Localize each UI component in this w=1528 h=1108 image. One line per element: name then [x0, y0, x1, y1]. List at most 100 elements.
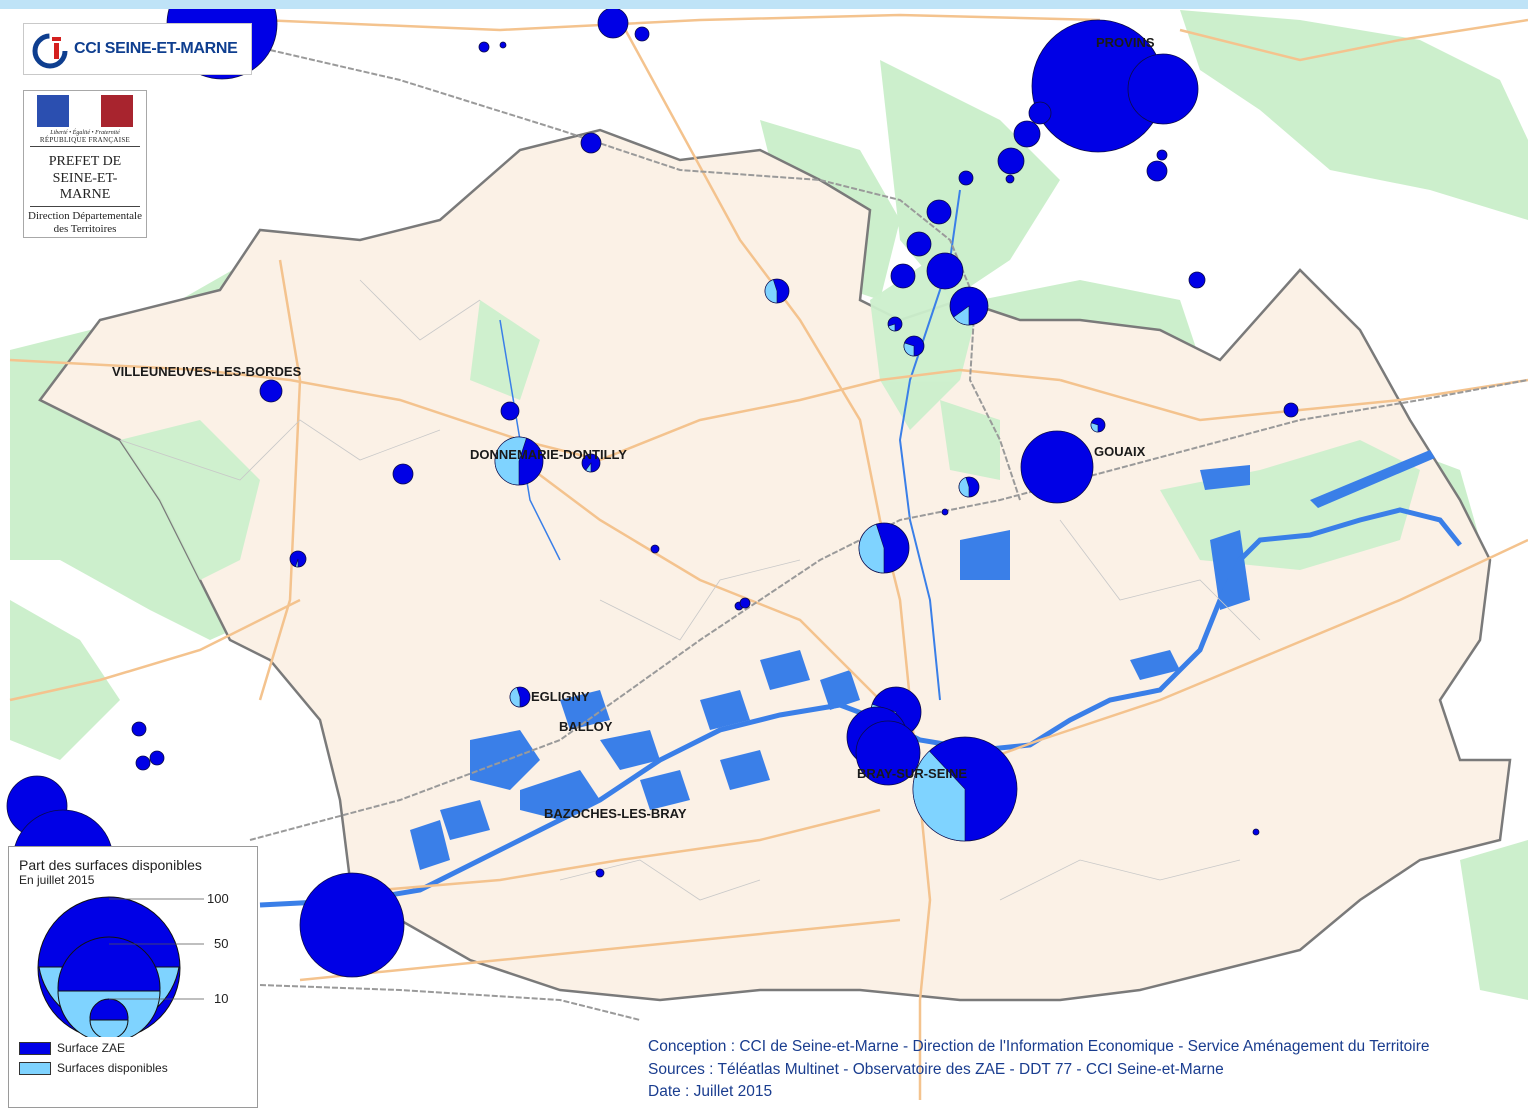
town-label-donnemarie: DONNEMARIE-DONTILLY — [470, 447, 627, 462]
zae-circle — [299, 872, 405, 978]
zae-site-small-c[interactable] — [739, 597, 751, 609]
zae-circle — [926, 199, 952, 225]
zae-site-provins-east[interactable] — [1127, 53, 1199, 125]
zae-site-north-6[interactable] — [926, 252, 964, 290]
zae-site-donnemarie-2[interactable] — [494, 436, 544, 486]
prefet-motto: Liberté • Égalité • Fraternité — [50, 130, 120, 136]
legend-label-available: Surfaces disponibles — [57, 1061, 168, 1075]
credits-date: Date : Juillet 2015 — [648, 1083, 773, 1100]
zae-site-donnemarie-5[interactable] — [289, 550, 307, 568]
zae-site-bray-4[interactable] — [912, 736, 1018, 842]
town-label-bray: BRAY-SUR-SEINE — [857, 766, 967, 781]
zae-site-donnemarie-3[interactable] — [581, 453, 601, 473]
map-credits: Conception : CCI de Seine-et-Marne - Dir… — [648, 1036, 1430, 1104]
zae-site-provins-s3[interactable] — [1028, 101, 1052, 125]
zae-site-small-a[interactable] — [650, 544, 660, 554]
zae-available-slice — [1090, 422, 1099, 433]
zae-site-north-10[interactable] — [903, 335, 925, 357]
map-legend: Part des surfaces disponibles En juillet… — [8, 846, 258, 1108]
zae-available-slice — [958, 477, 970, 498]
zae-circle — [855, 720, 921, 786]
zae-site-top-3[interactable] — [478, 41, 490, 53]
zae-site-gouaix-3[interactable] — [1090, 417, 1106, 433]
zae-circle — [650, 544, 660, 554]
zae-site-small-d[interactable] — [595, 868, 605, 878]
roads — [9, 13, 1528, 1100]
zae-site-north-3[interactable] — [926, 199, 952, 225]
zae-site-west-4[interactable] — [149, 750, 165, 766]
zae-site-north-5[interactable] — [890, 263, 916, 289]
zae-site-center-site[interactable] — [858, 522, 910, 574]
zae-site-south-big[interactable] — [299, 872, 405, 978]
cci-logo-text: CCI SEINE-ET-MARNE — [74, 40, 238, 57]
zae-site-provins-s1[interactable] — [1013, 120, 1041, 148]
zae-site-small-e[interactable] — [1252, 828, 1260, 836]
zae-site-bray-3[interactable] — [855, 720, 921, 786]
zae-site-top-4[interactable] — [499, 41, 507, 49]
legend-item-available: Surfaces disponibles — [19, 1061, 168, 1075]
zae-circle — [958, 170, 974, 186]
zae-circle — [131, 721, 147, 737]
legend-label-zae: Surface ZAE — [57, 1041, 126, 1055]
prefet-line1: PREFET DE — [48, 154, 122, 169]
prefet-line3: Direction Départementale — [28, 210, 142, 222]
zae-site-small-f[interactable] — [941, 508, 949, 516]
zae-available-slice — [509, 687, 521, 708]
zae-circle — [500, 401, 520, 421]
prefet-line4: des Territoires — [53, 223, 117, 235]
zae-site-north-9[interactable] — [887, 316, 903, 332]
zae-available-slice — [858, 523, 885, 574]
zae-circle — [926, 252, 964, 290]
town-label-balloy: BALLOY — [559, 719, 613, 734]
zae-circle — [392, 463, 414, 485]
zae-site-gouaix-site[interactable] — [1020, 430, 1094, 504]
zae-site-west-3[interactable] — [131, 721, 147, 737]
zae-available-slice — [903, 342, 915, 357]
zae-available-slice — [585, 462, 592, 473]
zae-site-gouaix-4[interactable] — [1283, 402, 1299, 418]
zae-circle — [1005, 174, 1015, 184]
zae-circle — [1283, 402, 1299, 418]
legend-title: Part des surfaces disponibles — [19, 857, 202, 873]
zae-available-slice — [295, 558, 299, 568]
zae-site-provins-s2[interactable] — [997, 147, 1025, 175]
zae-site-north-7[interactable] — [949, 286, 989, 326]
zae-site-egligny-site[interactable] — [509, 686, 531, 708]
zae-circle — [1188, 271, 1206, 289]
zae-available-slice — [953, 305, 970, 326]
zae-site-gouaix-2[interactable] — [958, 476, 980, 498]
credits-conception: Conception : CCI de Seine-et-Marne - Dir… — [648, 1038, 1430, 1055]
prefet-republic: RÉPUBLIQUE FRANÇAISE — [30, 136, 140, 147]
zae-site-north-4[interactable] — [906, 231, 932, 257]
railway — [249, 49, 1528, 1021]
zae-site-donnemarie-4[interactable] — [392, 463, 414, 485]
zae-circle — [890, 263, 916, 289]
zae-circle — [149, 750, 165, 766]
zae-site-provins-se[interactable] — [1146, 160, 1168, 182]
zae-site-north-2[interactable] — [580, 132, 602, 154]
zae-site-north-11[interactable] — [958, 170, 974, 186]
legend-proportional-circles: 100 50 10 — [37, 891, 229, 1037]
zae-circle — [1156, 149, 1168, 161]
zae-site-villeneuves-site[interactable] — [259, 379, 283, 403]
marianne-flag-icon — [37, 95, 133, 127]
zae-available-slice — [887, 323, 896, 332]
zae-circle — [478, 41, 490, 53]
town-label-provins: PROVINS — [1096, 35, 1155, 50]
zae-circle — [997, 147, 1025, 175]
zae-site-provins-se2[interactable] — [1156, 149, 1168, 161]
map-canvas[interactable]: PROVINS VILLEUNEUVES-LES-BORDES DONNEMAR… — [0, 9, 1528, 1108]
zae-site-donnemarie-1[interactable] — [500, 401, 520, 421]
town-label-gouaix: GOUAIX — [1094, 444, 1146, 459]
zae-circle — [580, 132, 602, 154]
zae-site-top-1[interactable] — [597, 9, 629, 39]
zae-site-west-5[interactable] — [135, 755, 151, 771]
zae-site-north-1[interactable] — [1188, 271, 1206, 289]
zae-site-north-12[interactable] — [1005, 174, 1015, 184]
zae-site-top-2[interactable] — [634, 26, 650, 42]
zae-site-north-8[interactable] — [764, 278, 790, 304]
zae-circle — [906, 231, 932, 257]
legend-scale-10: 10 — [214, 991, 228, 1006]
credits-sources: Sources : Téléatlas Multinet - Observato… — [648, 1060, 1224, 1078]
zae-circle — [1127, 53, 1199, 125]
